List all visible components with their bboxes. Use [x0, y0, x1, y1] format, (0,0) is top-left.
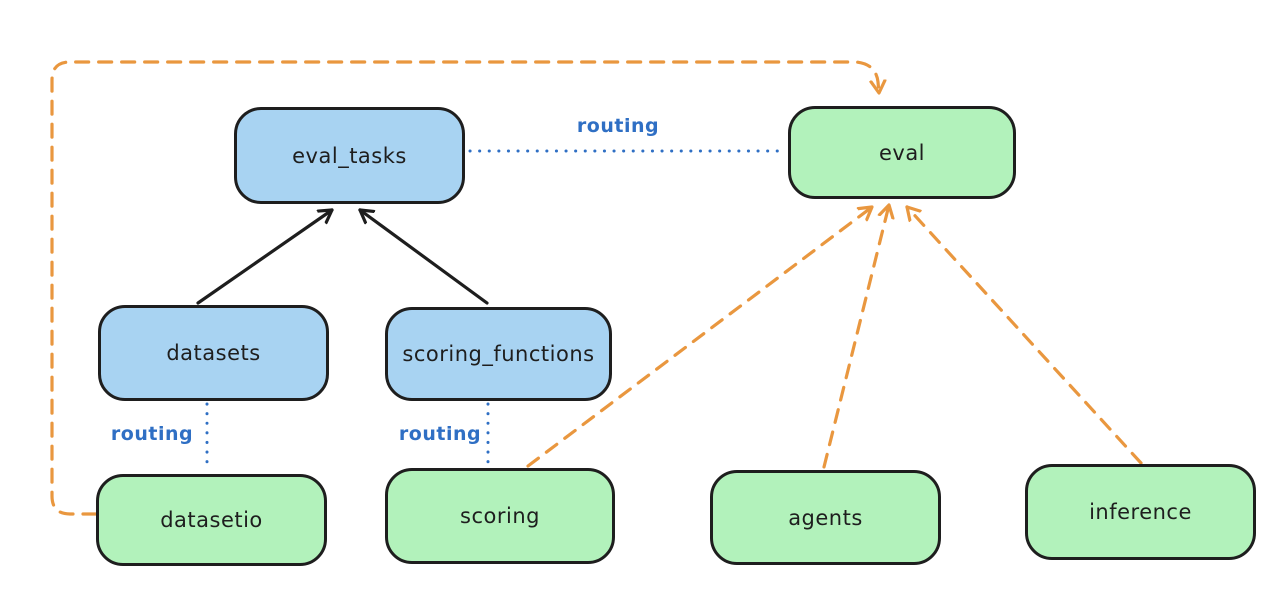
node-label-eval-tasks: eval_tasks — [292, 143, 407, 168]
node-label-scoring-functions: scoring_functions — [402, 342, 595, 366]
node-datasetio: datasetio — [96, 474, 327, 566]
node-label-inference: inference — [1089, 500, 1192, 524]
node-label-scoring: scoring — [460, 504, 540, 528]
edge-scoring-functions-to-eval-tasks — [358, 208, 489, 305]
node-eval: eval — [788, 106, 1016, 199]
edge-scoring-to-eval — [526, 205, 874, 468]
node-scoring: scoring — [385, 468, 615, 564]
edge-agents-to-eval — [822, 203, 889, 469]
node-inference: inference — [1025, 464, 1256, 560]
edge-label-routing-scoring-functions-scoring: routing — [398, 423, 482, 445]
node-scoring-functions: scoring_functions — [385, 307, 612, 401]
edge-label-routing-datasets-datasetio: routing — [110, 423, 194, 445]
node-label-eval: eval — [878, 140, 926, 165]
node-eval-tasks: eval_tasks — [234, 107, 465, 204]
node-label-datasets: datasets — [166, 341, 261, 365]
edge-datasetio-to-eval-loop — [50, 60, 879, 516]
node-label-agents: agents — [788, 505, 863, 530]
edge-datasets-to-eval-tasks — [196, 208, 334, 305]
node-datasets: datasets — [98, 305, 329, 401]
node-label-datasetio: datasetio — [160, 508, 263, 532]
edge-label-routing-eval-tasks-eval: routing — [576, 115, 660, 137]
node-agents: agents — [710, 470, 941, 565]
edge-inference-to-eval — [905, 205, 1143, 465]
